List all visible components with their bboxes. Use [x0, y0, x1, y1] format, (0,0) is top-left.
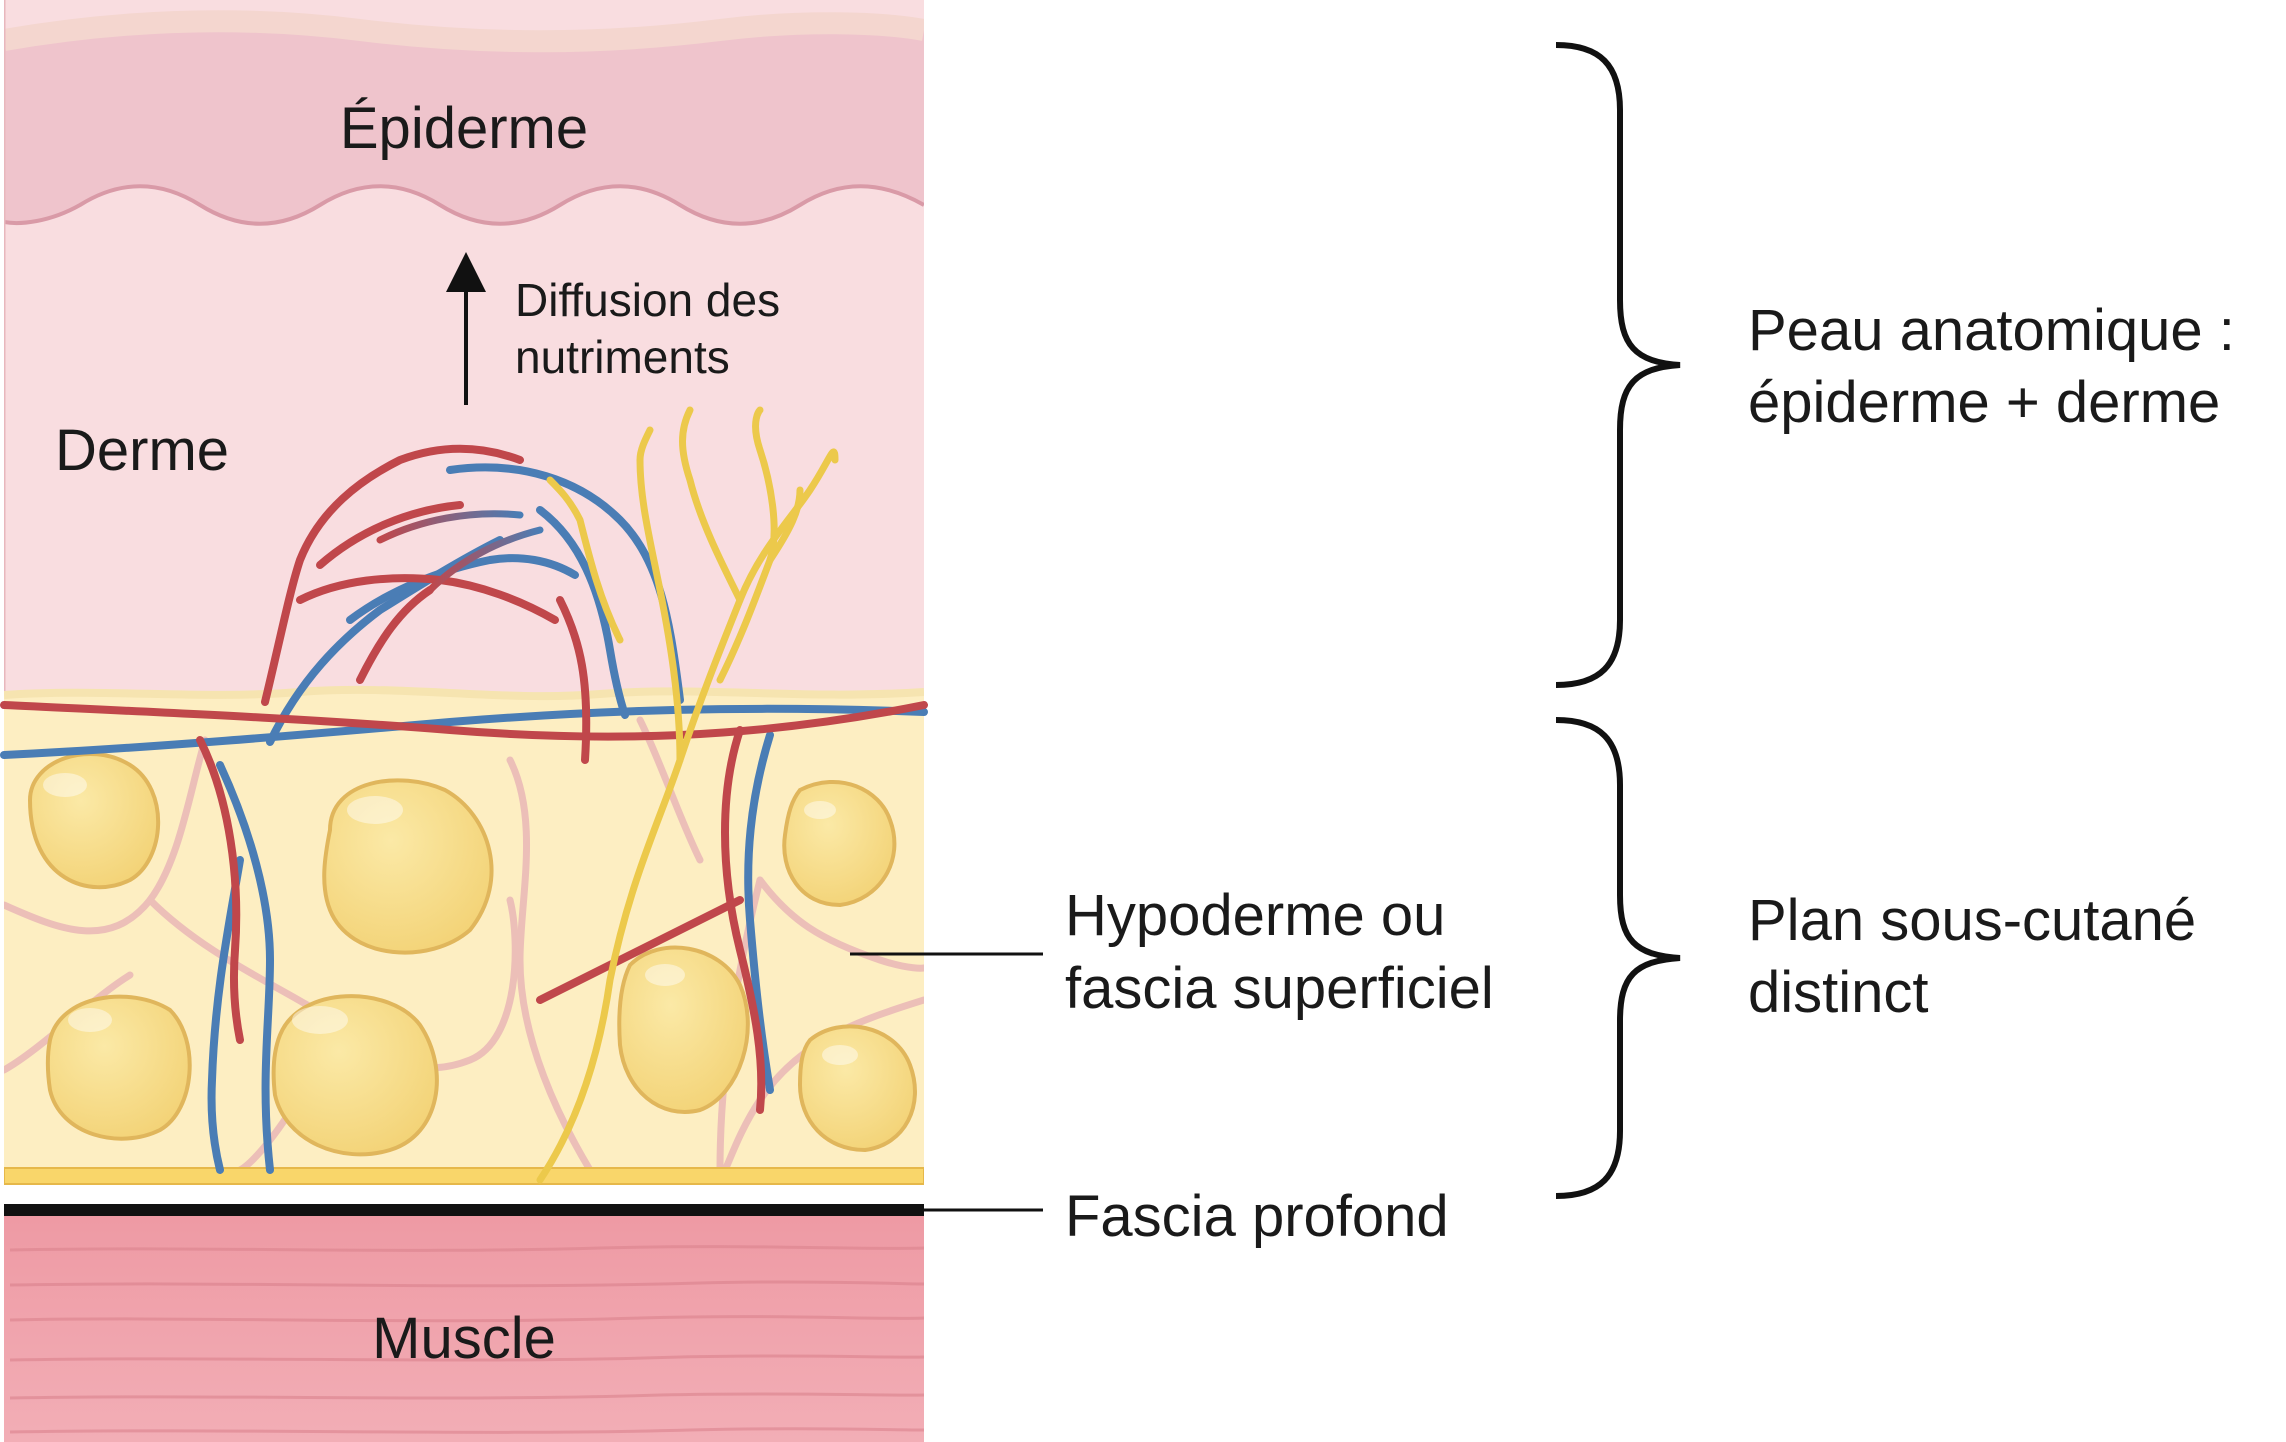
muscle-label: Muscle — [372, 1306, 556, 1371]
dermis-hypodermis-boundary — [4, 685, 924, 701]
subcutaneous-brace — [1555, 717, 1681, 1199]
deep-fascia-band — [4, 1204, 924, 1216]
dermis-label: Derme — [55, 418, 229, 483]
diffusion-label-line1: Diffusion des — [515, 274, 780, 326]
fat-cell — [797, 1024, 917, 1153]
superficial-fascia-band — [4, 1167, 924, 1185]
epidermis-top-edge — [4, 10, 924, 53]
diffusion-arrow — [446, 252, 486, 405]
muscle-fibers — [9, 1245, 924, 1434]
epidermis-bottom-edge — [4, 184, 924, 226]
epidermis-layer — [4, 21, 924, 224]
fat-cell — [27, 751, 161, 890]
fat-cell — [45, 994, 192, 1141]
capillaries — [376, 510, 544, 594]
fat-cell — [782, 780, 897, 908]
skin-brace — [1555, 42, 1681, 688]
nerves — [536, 406, 839, 1184]
skin-group-label-line1: Peau anatomique : — [1748, 298, 2235, 363]
diffusion-label-line2: nutriments — [515, 331, 730, 383]
hypodermis-label-line2: fascia superficiel — [1065, 956, 1494, 1021]
fat-cell — [617, 945, 750, 1114]
fat-cell — [322, 778, 494, 955]
skin-group-label-line2: épiderme + derme — [1748, 370, 2220, 435]
fat-cell — [271, 994, 439, 1157]
blood-vessels — [0, 444, 928, 1174]
subcutaneous-group-label-line2: distinct — [1748, 960, 1929, 1025]
subcutaneous-group-label-line1: Plan sous-cutané — [1748, 888, 2196, 953]
epidermis-label: Épiderme — [340, 96, 588, 161]
fat-cells — [27, 751, 917, 1157]
fat-highlights — [43, 773, 858, 1065]
deep-fascia-label: Fascia profond — [1065, 1184, 1449, 1249]
hypodermis-label-line1: Hypoderme ou — [1065, 883, 1445, 948]
arteries — [0, 444, 928, 1114]
muscle-layer — [4, 1216, 924, 1442]
